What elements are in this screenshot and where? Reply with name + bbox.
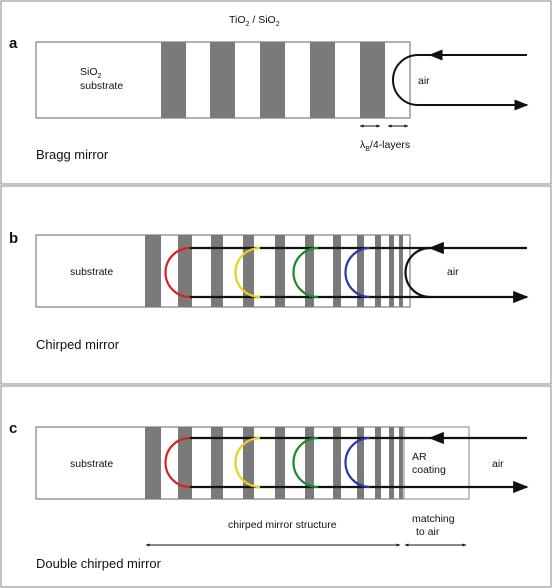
blue-reflection-arc xyxy=(344,436,371,489)
bragg-layers xyxy=(161,42,385,118)
reflected-beams-b xyxy=(164,241,529,304)
medium-label-c: air xyxy=(492,458,504,470)
dark-layer xyxy=(211,235,223,307)
structure-label: chirped mirror structure xyxy=(228,519,337,531)
dark-layer xyxy=(243,427,254,499)
dark-layer xyxy=(145,235,161,307)
panel-b: b substrate air Chirped mirror xyxy=(0,185,552,385)
dark-layer xyxy=(178,427,192,499)
dark-layer xyxy=(305,235,314,307)
substrate-label-a-line2: substrate xyxy=(80,80,123,92)
reflected-beam-a xyxy=(392,49,529,111)
dark-layer xyxy=(275,235,285,307)
panel-c-letter: c xyxy=(9,420,17,437)
green-reflection-arc xyxy=(292,436,319,489)
dark-layer xyxy=(211,427,223,499)
substrate-label-a: SiO2 xyxy=(80,66,102,80)
panel-b-caption: Chirped mirror xyxy=(36,337,120,352)
panel-b-frame xyxy=(0,185,552,385)
dark-layer xyxy=(243,235,254,307)
panel-c-frame xyxy=(0,385,552,588)
yellow-reflection-arc xyxy=(234,246,261,299)
blue-reflection-arc xyxy=(344,246,371,299)
chirped-layers-c xyxy=(145,427,403,499)
dark-layer xyxy=(357,427,364,499)
dark-layer xyxy=(399,235,403,307)
reflection-loop xyxy=(392,54,430,106)
substrate-label-c: substrate xyxy=(70,458,113,470)
substrate-label-b: substrate xyxy=(70,266,113,278)
red-reflection-arc xyxy=(164,436,191,489)
panel-c: c substrate AR coating air chirped mirro… xyxy=(0,385,552,588)
green-reflection-arc xyxy=(292,246,319,299)
panel-a-caption: Bragg mirror xyxy=(36,147,109,162)
panel-a: a TiO2 / SiO2 SiO2 substrate air λB/4-la… xyxy=(0,0,552,185)
dark-layer xyxy=(305,427,314,499)
medium-label-a: air xyxy=(418,75,430,87)
medium-label-b: air xyxy=(447,266,459,278)
dark-layer xyxy=(375,235,381,307)
dark-layer xyxy=(333,427,341,499)
reflected-beams-c xyxy=(164,431,529,494)
dark-layer xyxy=(178,235,192,307)
layer-material-label: TiO2 / SiO2 xyxy=(229,14,280,28)
chirped-layers-b xyxy=(145,235,403,307)
dark-layer xyxy=(357,235,364,307)
dark-layer xyxy=(375,427,381,499)
layer-thickness-label: λB/4-layers xyxy=(360,139,410,153)
reflection-loop xyxy=(404,246,431,299)
matching-label-line2: to air xyxy=(416,526,440,538)
ar-coating-label-line2: coating xyxy=(412,464,446,476)
panel-a-letter: a xyxy=(9,35,18,52)
dark-layer xyxy=(210,42,235,118)
ar-coating-label: AR xyxy=(412,451,427,463)
panel-a-frame xyxy=(0,0,552,185)
panel-c-caption: Double chirped mirror xyxy=(36,556,162,571)
yellow-reflection-arc xyxy=(234,436,261,489)
dark-layer xyxy=(389,427,394,499)
dark-layer xyxy=(333,235,341,307)
red-reflection-arc xyxy=(164,246,191,299)
dark-layer xyxy=(399,427,403,499)
dark-layer xyxy=(260,42,285,118)
matching-label: matching xyxy=(412,513,455,525)
dark-layer xyxy=(389,235,394,307)
dark-layer xyxy=(161,42,186,118)
dark-layer xyxy=(145,427,161,499)
dark-layer xyxy=(360,42,385,118)
dark-layer xyxy=(275,427,285,499)
panel-b-letter: b xyxy=(9,230,18,247)
dark-layer xyxy=(310,42,335,118)
